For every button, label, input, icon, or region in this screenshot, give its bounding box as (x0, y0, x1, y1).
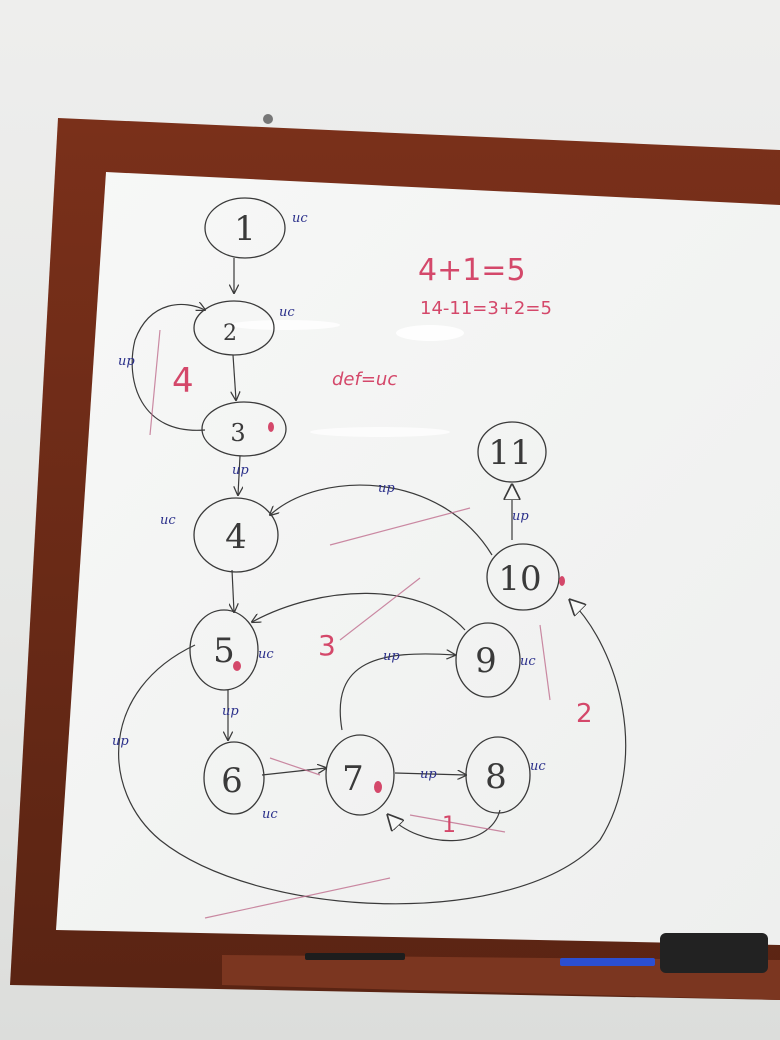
edge-2-3 (233, 354, 236, 400)
edge-3-4 (238, 455, 240, 495)
edge-7-8 (394, 773, 466, 775)
edge-5-10-outer (118, 600, 627, 905)
node-10 (486, 543, 560, 611)
edge-10-11-tag: up (512, 509, 529, 524)
edge-10-4-tag: up (378, 481, 395, 496)
node-10-label: 10 (498, 559, 541, 599)
node-1 (204, 197, 286, 259)
node-2-label: 2 (223, 321, 237, 346)
node-6 (203, 741, 265, 815)
edge-3-4-tag: up (232, 463, 249, 478)
edge-3-2-loop (131, 304, 205, 431)
node-6-tag: uc (262, 807, 278, 822)
wall-screw (263, 114, 273, 124)
strike-mark (149, 329, 161, 436)
region-2-label: 2 (576, 699, 593, 729)
strike-mark (339, 577, 421, 641)
region-3-label: 3 (318, 629, 336, 662)
node-5 (189, 609, 259, 691)
node-6-label: 6 (221, 761, 243, 801)
node-11 (477, 421, 547, 483)
node-2-tag: uc (279, 305, 295, 320)
marker-tray (222, 955, 780, 1000)
edge-7-8-tag: up (420, 767, 437, 782)
red-dot-node-10 (559, 576, 565, 586)
formula-nodes: 14-11=3+2=5 (420, 298, 552, 319)
edge-8-7-back (388, 809, 501, 842)
strike-mark (409, 814, 506, 833)
node-7 (325, 734, 395, 816)
node-3 (201, 401, 287, 457)
board-surface (56, 172, 780, 945)
node-9-label: 9 (475, 641, 497, 681)
node-9-tag: uc (520, 654, 536, 669)
strike-mark (269, 757, 321, 776)
red-dot-node-3 (268, 422, 274, 432)
node-9 (455, 622, 521, 698)
region-4-label: 4 (172, 361, 194, 401)
edge-4-5 (232, 569, 234, 612)
strike-mark (539, 624, 551, 701)
region-1-label: 1 (442, 813, 456, 838)
eraser (660, 933, 768, 973)
red-dot-node-7 (374, 781, 382, 793)
node-3-label: 3 (230, 419, 245, 447)
glare (230, 320, 340, 330)
node-7-label: 7 (342, 759, 364, 799)
edge-5-6-tag: up (222, 704, 239, 719)
edge-5-loop-tag: up (112, 734, 129, 749)
node-4 (193, 497, 279, 573)
node-8-tag: uc (530, 759, 546, 774)
node-11-label: 11 (488, 433, 531, 473)
edge-2-loop-tag: up (118, 354, 135, 369)
marker-black (305, 953, 405, 960)
node-5-label: 5 (213, 631, 235, 671)
glare (310, 427, 450, 437)
node-8 (465, 736, 531, 814)
node-1-tag: uc (292, 211, 308, 226)
marker-blue (560, 958, 655, 966)
formula-cyclomatic: 4+1=5 (418, 253, 526, 288)
node-5-tag: uc (258, 647, 274, 662)
node-1-label: 1 (234, 209, 256, 249)
strike-mark (329, 507, 471, 546)
strike-mark (204, 877, 391, 919)
edge-10-4 (270, 484, 493, 556)
edge-9-5 (252, 592, 466, 631)
node-8-label: 8 (485, 757, 507, 797)
node-4-label: 4 (225, 517, 247, 557)
glare (396, 325, 464, 341)
edge-7-9-tag: up (383, 649, 400, 664)
red-dot-node-5 (233, 661, 241, 671)
node-4-tag: uc (160, 513, 176, 528)
edge-6-7 (261, 768, 326, 776)
edge-7-9 (339, 654, 455, 731)
node-2 (193, 300, 275, 356)
def-note: def=uc (332, 369, 397, 390)
